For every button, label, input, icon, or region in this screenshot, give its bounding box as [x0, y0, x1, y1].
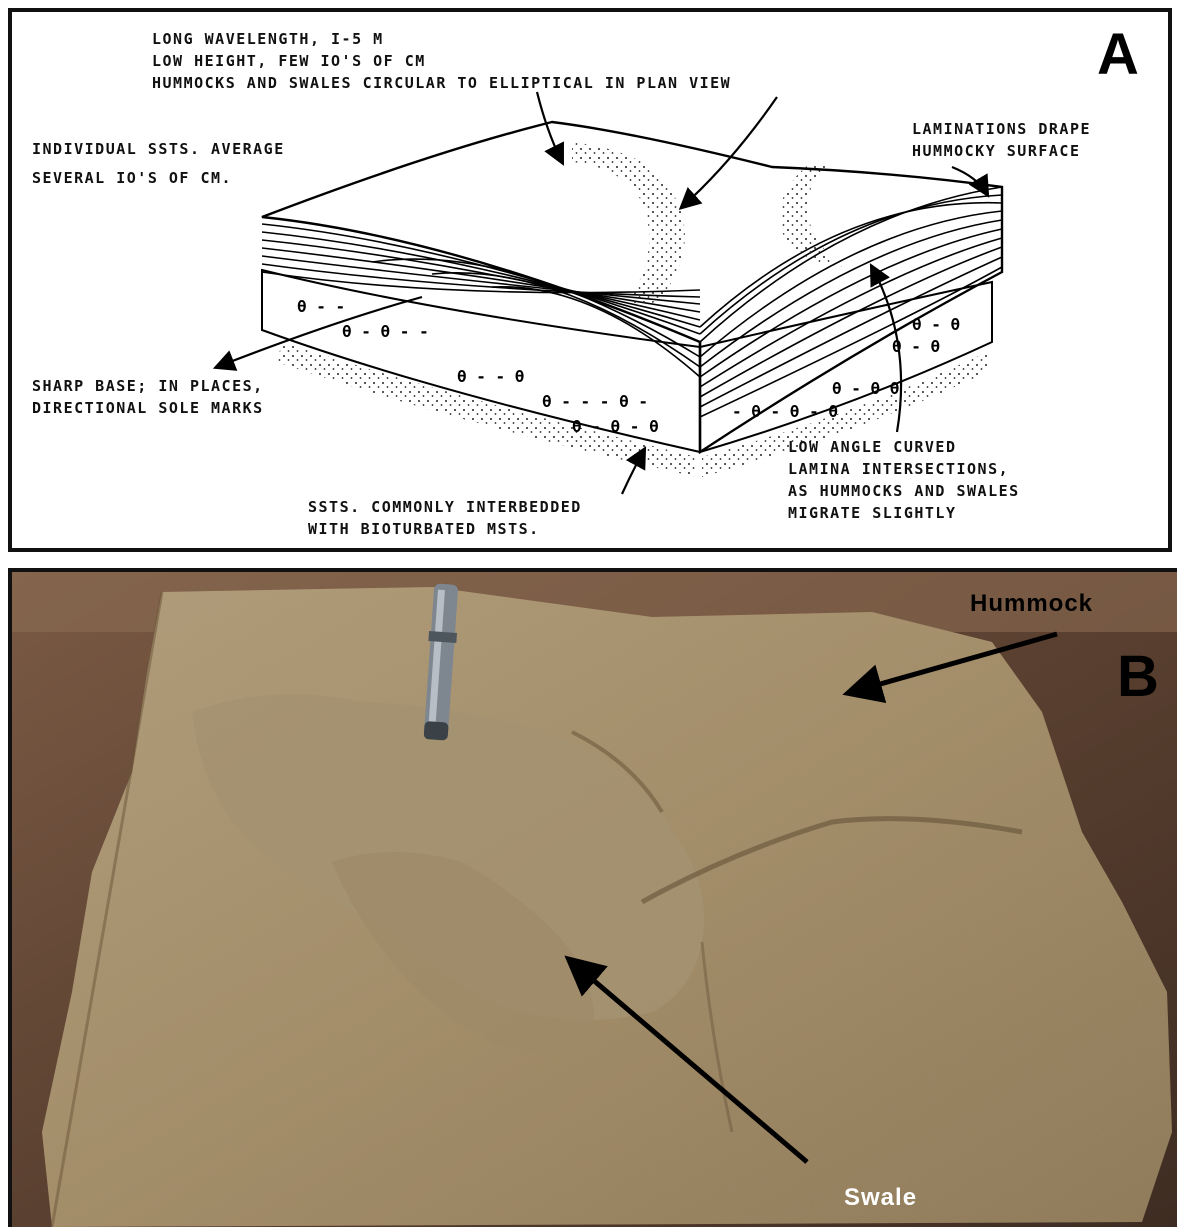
- panel-a-diagram: θ - - θ - θ - - θ - - θ θ - - - θ - θ - …: [8, 8, 1172, 552]
- label-swale: Swale: [844, 1184, 917, 1212]
- svg-text:θ - -: θ - -: [297, 297, 345, 316]
- annotation-low-angle-2: LAMINA INTERSECTIONS,: [788, 458, 1009, 480]
- svg-text:θ - θ - θ: θ - θ - θ: [572, 417, 659, 436]
- panel-b-photo: Hummock Swale B: [8, 568, 1177, 1227]
- annotation-low-angle-3: AS HUMMOCKS AND SWALES: [788, 480, 1020, 502]
- annotation-wavelength-3: HUMMOCKS AND SWALES CIRCULAR TO ELLIPTIC…: [152, 72, 731, 94]
- annotation-sharp-base-1: SHARP BASE; IN PLACES,: [32, 375, 264, 397]
- rock-sample-photo: [12, 572, 1177, 1227]
- svg-text:θ - - - θ -: θ - - - θ -: [542, 392, 648, 411]
- annotation-interbedded-2: WITH BIOTURBATED MSTS.: [308, 518, 540, 540]
- annotation-interbedded-1: SSTS. COMMONLY INTERBEDDED: [308, 496, 582, 518]
- annotation-sharp-base-2: DIRECTIONAL SOLE MARKS: [32, 397, 264, 419]
- annotation-wavelength-1: LONG WAVELENGTH, I-5 M: [152, 28, 384, 50]
- svg-text:θ - - θ: θ - - θ: [457, 367, 524, 386]
- annotation-low-angle-1: LOW ANGLE CURVED: [788, 436, 957, 458]
- label-hummock: Hummock: [970, 590, 1093, 618]
- panel-letter-a: A: [1097, 26, 1139, 84]
- annotation-individual-2: SEVERAL IO'S OF CM.: [32, 167, 232, 189]
- svg-text:θ - θ θ: θ - θ θ: [832, 379, 899, 398]
- annotation-laminations-2: HUMMOCKY SURFACE: [912, 140, 1081, 162]
- annotation-laminations-1: LAMINATIONS DRAPE: [912, 118, 1091, 140]
- annotation-individual-1: INDIVIDUAL SSTS. AVERAGE: [32, 138, 285, 160]
- annotation-wavelength-2: LOW HEIGHT, FEW IO'S OF CM: [152, 50, 426, 72]
- swale-stipple-right: [780, 162, 842, 267]
- annotation-low-angle-4: MIGRATE SLIGHTLY: [788, 502, 957, 524]
- svg-text:- θ - θ - θ: - θ - θ - θ: [732, 402, 838, 421]
- svg-text:θ - θ - -: θ - θ - -: [342, 322, 429, 341]
- swale-stipple-left: [572, 142, 685, 306]
- panel-letter-b: B: [1117, 648, 1159, 706]
